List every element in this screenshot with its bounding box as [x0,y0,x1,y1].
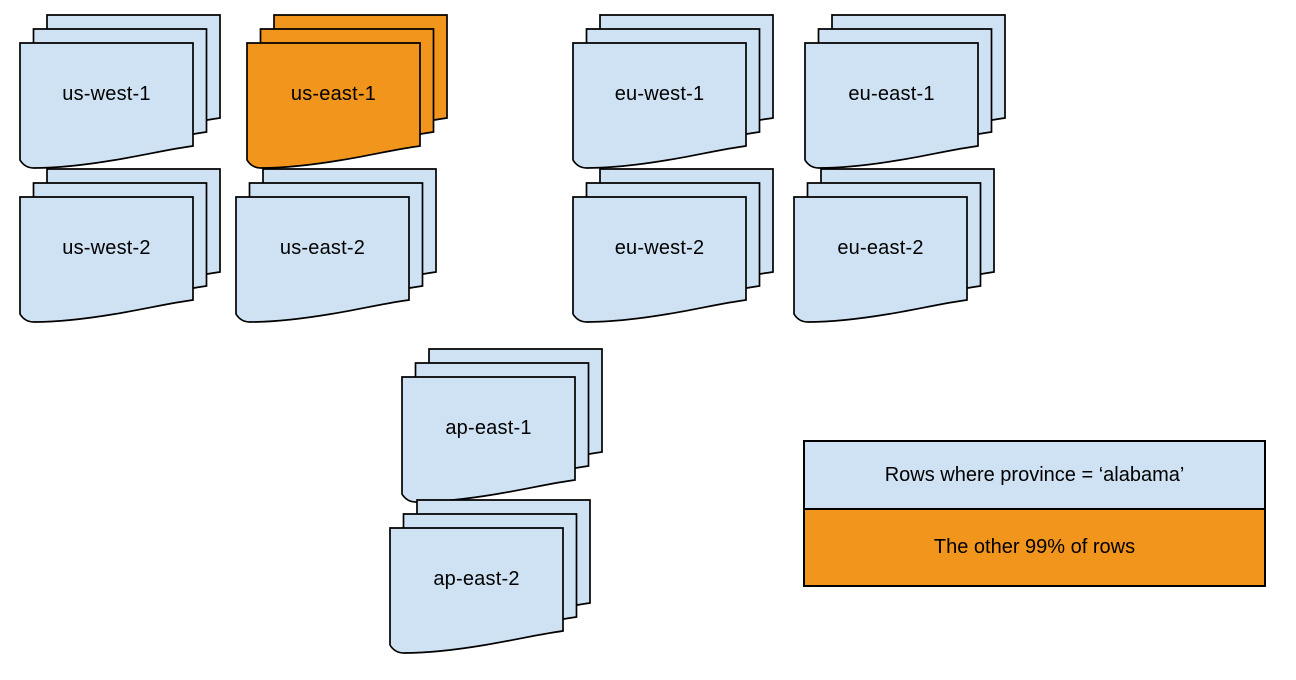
legend-item-label: Rows where province = ‘alabama’ [884,463,1185,486]
document-stack-icon [572,14,774,169]
document-stack-eu-east-1: eu-east-1 [804,14,1006,170]
document-stack-icon [804,14,1006,169]
document-stack-ap-east-1: ap-east-1 [401,348,603,504]
document-stack-us-east-1: us-east-1 [246,14,448,170]
document-stack-icon [235,168,437,323]
document-stack-icon [401,348,603,503]
legend: Rows where province = ‘alabama’ The othe… [803,440,1266,587]
document-stack-eu-west-2: eu-west-2 [572,168,774,324]
legend-item-other-rows: The other 99% of rows [805,510,1264,585]
document-stack-icon [389,499,591,654]
document-stack-us-west-2: us-west-2 [19,168,221,324]
legend-item-alabama-rows: Rows where province = ‘alabama’ [805,442,1264,510]
document-stack-icon [246,14,448,169]
document-stack-icon [19,168,221,323]
document-stack-us-west-1: us-west-1 [19,14,221,170]
document-stack-eu-west-1: eu-west-1 [572,14,774,170]
document-stack-icon [572,168,774,323]
document-stack-icon [19,14,221,169]
document-stack-us-east-2: us-east-2 [235,168,437,324]
document-stack-eu-east-2: eu-east-2 [793,168,995,324]
legend-item-label: The other 99% of rows [933,536,1136,558]
document-stack-ap-east-2: ap-east-2 [389,499,591,655]
document-stack-icon [793,168,995,323]
